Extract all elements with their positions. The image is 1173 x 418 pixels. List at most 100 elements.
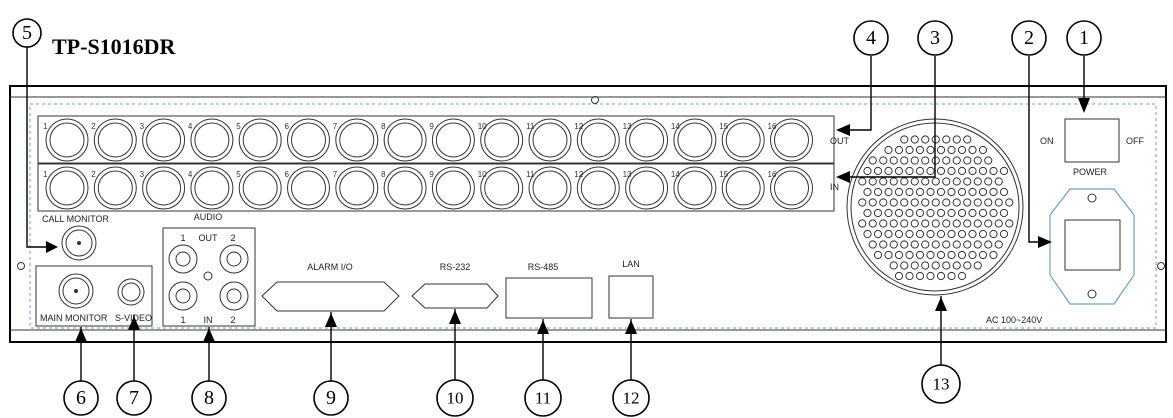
fan-hole bbox=[968, 208, 977, 218]
in-bnc-3: 3 bbox=[140, 166, 186, 210]
fan-hole bbox=[894, 145, 904, 155]
fan-hole bbox=[999, 208, 1009, 218]
fan-hole bbox=[926, 271, 935, 281]
in-bnc-number: 12 bbox=[574, 170, 583, 179]
fan-hole bbox=[926, 208, 935, 218]
out-bnc-1: 1 bbox=[43, 118, 89, 162]
callout-4: 4 bbox=[853, 20, 889, 56]
callout-leaders bbox=[26, 47, 1090, 394]
audio-in-2-port bbox=[219, 281, 249, 311]
fan-hole bbox=[957, 250, 967, 260]
fan-hole bbox=[994, 219, 1003, 228]
fan-hole bbox=[905, 187, 914, 197]
fan-hole bbox=[905, 208, 914, 218]
out-bnc-9: 9 bbox=[429, 118, 475, 162]
in-bnc-4: 4 bbox=[188, 166, 234, 210]
fan-hole bbox=[963, 135, 972, 144]
fan-hole bbox=[931, 219, 940, 228]
out-bnc-number: 1 bbox=[43, 122, 48, 131]
svg-text:6: 6 bbox=[76, 387, 86, 409]
fan-hole bbox=[1005, 198, 1014, 207]
in-bnc-8: 8 bbox=[381, 166, 427, 210]
callout-10: 10 bbox=[436, 379, 474, 417]
fan-hole bbox=[968, 166, 977, 176]
out-row-label: OUT bbox=[830, 136, 850, 146]
fan-hole bbox=[863, 166, 872, 176]
fan-hole bbox=[868, 240, 877, 249]
fan-hole bbox=[900, 240, 909, 249]
out-bnc-number: 11 bbox=[526, 122, 535, 131]
audio-ch1-bottom: 1 bbox=[180, 315, 185, 325]
in-bnc-10: 10 bbox=[478, 166, 524, 210]
callout-7: 7 bbox=[116, 380, 152, 416]
fan-hole bbox=[994, 177, 1003, 186]
off-label: OFF bbox=[1126, 136, 1144, 146]
fan-hole bbox=[900, 261, 909, 270]
out-bnc-12: 12 bbox=[574, 118, 620, 162]
fan-hole bbox=[973, 219, 982, 228]
fan-hole bbox=[968, 187, 977, 197]
in-bnc-number: 5 bbox=[236, 170, 241, 179]
fan-hole bbox=[905, 145, 914, 155]
fan-hole bbox=[947, 166, 956, 176]
fan-hole bbox=[921, 156, 930, 165]
in-bnc-number: 14 bbox=[671, 170, 680, 179]
in-bnc-9: 9 bbox=[429, 166, 475, 210]
fan-hole bbox=[889, 219, 898, 228]
fan-hole bbox=[921, 135, 930, 144]
in-bnc-12: 12 bbox=[574, 166, 620, 210]
in-bnc-13: 13 bbox=[623, 166, 669, 210]
audio-in-label: IN bbox=[204, 315, 213, 325]
in-bnc-number: 9 bbox=[429, 170, 434, 179]
fan-hole bbox=[879, 240, 888, 249]
fan-hole bbox=[900, 198, 909, 207]
fan-hole bbox=[884, 166, 893, 176]
in-bnc-7: 7 bbox=[333, 166, 379, 210]
audio-ch2-top: 2 bbox=[230, 233, 235, 243]
fan-hole bbox=[963, 261, 972, 270]
fan-hole bbox=[952, 219, 961, 228]
alarm-io-label: ALARM I/O bbox=[307, 262, 353, 272]
out-bnc-3: 3 bbox=[140, 118, 186, 162]
out-bnc-11: 11 bbox=[526, 118, 572, 162]
fan-hole bbox=[889, 156, 898, 165]
screw-icon bbox=[17, 262, 25, 270]
fan-hole bbox=[868, 177, 877, 186]
fan-hole bbox=[947, 145, 956, 155]
call-monitor-label: CALL MONITOR bbox=[42, 214, 110, 224]
fan-hole bbox=[968, 250, 977, 260]
fan-hole bbox=[889, 198, 898, 207]
model-title: TP-S1016DR bbox=[52, 34, 177, 59]
fan-hole bbox=[1005, 219, 1014, 228]
fan-hole bbox=[952, 240, 961, 249]
callout-5: 5 bbox=[12, 18, 42, 48]
fan-hole bbox=[884, 187, 893, 197]
fan-hole bbox=[947, 271, 956, 281]
power-label: POWER bbox=[1073, 167, 1108, 177]
fan-hole bbox=[968, 145, 977, 155]
svg-text:3: 3 bbox=[930, 27, 940, 49]
fan-hole bbox=[952, 135, 961, 144]
fan-hole bbox=[915, 271, 925, 281]
fan-hole bbox=[858, 177, 867, 186]
fan-hole bbox=[894, 229, 904, 239]
fan-hole bbox=[931, 135, 940, 144]
fan-hole bbox=[879, 156, 888, 165]
on-label: ON bbox=[1040, 136, 1054, 146]
out-bnc-number: 5 bbox=[236, 122, 241, 131]
fan-hole bbox=[952, 198, 961, 207]
out-bnc-2: 2 bbox=[91, 118, 137, 162]
fan-hole bbox=[931, 240, 940, 249]
fan-hole bbox=[942, 219, 951, 228]
svg-text:11: 11 bbox=[535, 389, 551, 408]
fan-hole bbox=[900, 156, 909, 165]
fan-hole bbox=[936, 250, 946, 260]
fan-hole bbox=[973, 240, 982, 249]
callout-3: 3 bbox=[917, 20, 953, 56]
svg-text:1: 1 bbox=[1079, 27, 1089, 49]
out-bnc-number: 7 bbox=[333, 122, 338, 131]
out-bnc-6: 6 bbox=[285, 118, 330, 162]
fan-hole bbox=[915, 187, 925, 197]
fan-hole bbox=[921, 177, 930, 186]
